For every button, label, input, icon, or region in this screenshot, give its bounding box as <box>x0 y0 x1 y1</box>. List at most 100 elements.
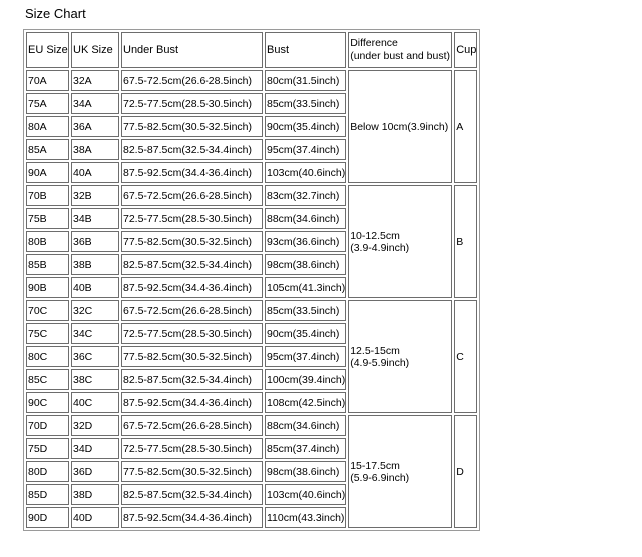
eu-size-cell: 90A <box>26 162 69 183</box>
under-bust-cell: 67.5-72.5cm(26.6-28.5inch) <box>121 415 263 436</box>
header-under-bust: Under Bust <box>121 32 263 68</box>
eu-size-cell: 80C <box>26 346 69 367</box>
under-bust-cell: 72.5-77.5cm(28.5-30.5inch) <box>121 323 263 344</box>
eu-size-cell: 70A <box>26 70 69 91</box>
bust-cell: 103cm(40.6inch) <box>265 484 347 505</box>
uk-size-cell: 40C <box>71 392 119 413</box>
difference-cell: 12.5-15cm (4.9-5.9inch) <box>348 300 453 413</box>
bust-cell: 93cm(36.6inch) <box>265 231 347 252</box>
uk-size-cell: 34D <box>71 438 119 459</box>
header-row: EU Size UK Size Under Bust Bust Differen… <box>26 32 478 68</box>
cup-cell: A <box>454 70 478 183</box>
eu-size-cell: 80D <box>26 461 69 482</box>
under-bust-cell: 82.5-87.5cm(32.5-34.4inch) <box>121 254 263 275</box>
uk-size-cell: 38B <box>71 254 119 275</box>
under-bust-cell: 72.5-77.5cm(28.5-30.5inch) <box>121 438 263 459</box>
eu-size-cell: 70C <box>26 300 69 321</box>
under-bust-cell: 87.5-92.5cm(34.4-36.4inch) <box>121 507 263 528</box>
under-bust-cell: 77.5-82.5cm(30.5-32.5inch) <box>121 116 263 137</box>
uk-size-cell: 36B <box>71 231 119 252</box>
uk-size-cell: 38A <box>71 139 119 160</box>
header-bust: Bust <box>265 32 347 68</box>
under-bust-cell: 72.5-77.5cm(28.5-30.5inch) <box>121 93 263 114</box>
bust-cell: 85cm(33.5inch) <box>265 93 347 114</box>
cup-cell: C <box>454 300 478 413</box>
bust-cell: 85cm(33.5inch) <box>265 300 347 321</box>
under-bust-cell: 82.5-87.5cm(32.5-34.4inch) <box>121 369 263 390</box>
uk-size-cell: 34B <box>71 208 119 229</box>
under-bust-cell: 77.5-82.5cm(30.5-32.5inch) <box>121 461 263 482</box>
uk-size-cell: 36D <box>71 461 119 482</box>
eu-size-cell: 75D <box>26 438 69 459</box>
uk-size-cell: 36C <box>71 346 119 367</box>
eu-size-cell: 80A <box>26 116 69 137</box>
bust-cell: 85cm(37.4inch) <box>265 438 347 459</box>
under-bust-cell: 87.5-92.5cm(34.4-36.4inch) <box>121 162 263 183</box>
bust-cell: 103cm(40.6inch) <box>265 162 347 183</box>
bust-cell: 90cm(35.4inch) <box>265 323 347 344</box>
under-bust-cell: 82.5-87.5cm(32.5-34.4inch) <box>121 484 263 505</box>
eu-size-cell: 70D <box>26 415 69 436</box>
header-eu-size: EU Size <box>26 32 69 68</box>
bust-cell: 110cm(43.3inch) <box>265 507 347 528</box>
uk-size-cell: 38D <box>71 484 119 505</box>
under-bust-cell: 72.5-77.5cm(28.5-30.5inch) <box>121 208 263 229</box>
header-cup: Cup <box>454 32 478 68</box>
under-bust-cell: 67.5-72.5cm(26.6-28.5inch) <box>121 185 263 206</box>
bust-cell: 100cm(39.4inch) <box>265 369 347 390</box>
size-chart-table: EU Size UK Size Under Bust Bust Differen… <box>23 29 481 531</box>
bust-cell: 98cm(38.6inch) <box>265 461 347 482</box>
eu-size-cell: 90B <box>26 277 69 298</box>
eu-size-cell: 75A <box>26 93 69 114</box>
uk-size-cell: 32D <box>71 415 119 436</box>
cup-cell: B <box>454 185 478 298</box>
uk-size-cell: 32B <box>71 185 119 206</box>
eu-size-cell: 90D <box>26 507 69 528</box>
size-chart-body: EU Size UK Size Under Bust Bust Differen… <box>26 32 478 528</box>
eu-size-cell: 85A <box>26 139 69 160</box>
difference-cell: 15-17.5cm (5.9-6.9inch) <box>348 415 453 528</box>
eu-size-cell: 80B <box>26 231 69 252</box>
uk-size-cell: 32A <box>71 70 119 91</box>
uk-size-cell: 36A <box>71 116 119 137</box>
uk-size-cell: 34A <box>71 93 119 114</box>
difference-cell: 10-12.5cm (3.9-4.9inch) <box>348 185 453 298</box>
under-bust-cell: 77.5-82.5cm(30.5-32.5inch) <box>121 346 263 367</box>
eu-size-cell: 90C <box>26 392 69 413</box>
bust-cell: 90cm(35.4inch) <box>265 116 347 137</box>
under-bust-cell: 67.5-72.5cm(26.6-28.5inch) <box>121 300 263 321</box>
under-bust-cell: 87.5-92.5cm(34.4-36.4inch) <box>121 392 263 413</box>
eu-size-cell: 75B <box>26 208 69 229</box>
uk-size-cell: 34C <box>71 323 119 344</box>
under-bust-cell: 82.5-87.5cm(32.5-34.4inch) <box>121 139 263 160</box>
under-bust-cell: 87.5-92.5cm(34.4-36.4inch) <box>121 277 263 298</box>
under-bust-cell: 77.5-82.5cm(30.5-32.5inch) <box>121 231 263 252</box>
eu-size-cell: 85B <box>26 254 69 275</box>
bust-cell: 95cm(37.4inch) <box>265 139 347 160</box>
eu-size-cell: 85D <box>26 484 69 505</box>
eu-size-cell: 75C <box>26 323 69 344</box>
uk-size-cell: 40B <box>71 277 119 298</box>
cup-cell: D <box>454 415 478 528</box>
under-bust-cell: 67.5-72.5cm(26.6-28.5inch) <box>121 70 263 91</box>
bust-cell: 88cm(34.6inch) <box>265 415 347 436</box>
uk-size-cell: 38C <box>71 369 119 390</box>
